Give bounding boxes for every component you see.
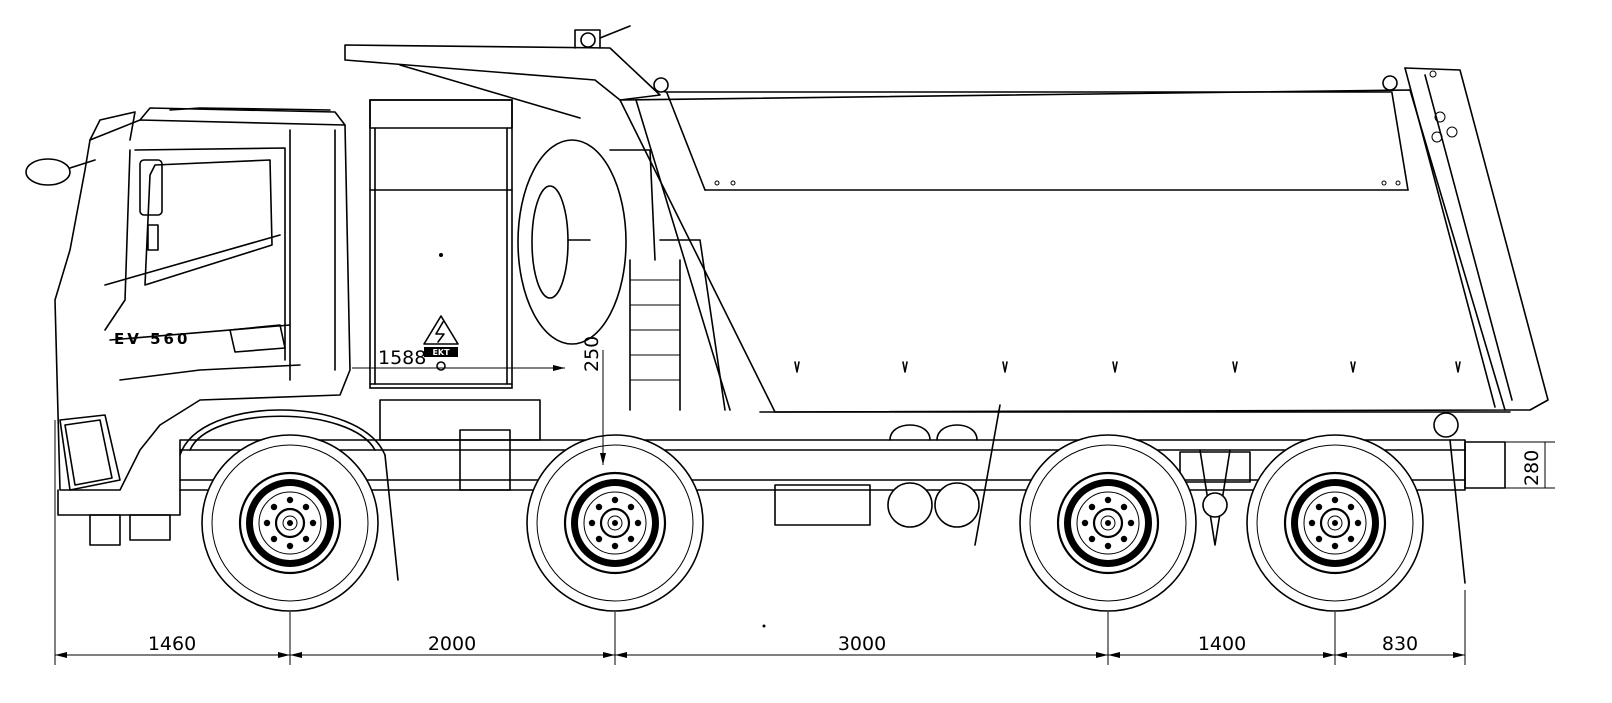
rear-axle-1-wheel: [1018, 433, 1198, 613]
dimension-lines: 1460 2000 3000 1400 830 1588 250 280: [54, 336, 1555, 665]
dim-bracket-height: 250: [581, 336, 603, 372]
dim-frame-height: 280: [1521, 450, 1543, 486]
dim-wheelbase-1-2: 2000: [428, 633, 476, 655]
cab: EV 560: [25, 107, 399, 581]
model-badge: EV 560: [114, 330, 190, 348]
hv-label: EKT: [432, 348, 450, 357]
dump-body: [344, 25, 1549, 413]
dim-rear-overhang: 830: [1382, 633, 1418, 655]
chassis-frame: [179, 399, 1506, 584]
dim-bracket-offset: 1588: [378, 347, 426, 369]
dim-wheelbase-3-4: 1400: [1198, 633, 1246, 655]
front-axle-1-wheel: [200, 433, 380, 613]
dim-front-overhang: 1460: [148, 633, 196, 655]
high-voltage-icon: EKT: [423, 315, 459, 357]
spare-tire: [517, 139, 627, 345]
rear-axle-2-wheel: [1245, 433, 1425, 613]
dim-wheelbase-2-3: 3000: [838, 633, 886, 655]
front-axle-2-wheel: [525, 433, 705, 613]
ladder: [609, 149, 726, 411]
battery-pack: EKT: [369, 99, 513, 389]
